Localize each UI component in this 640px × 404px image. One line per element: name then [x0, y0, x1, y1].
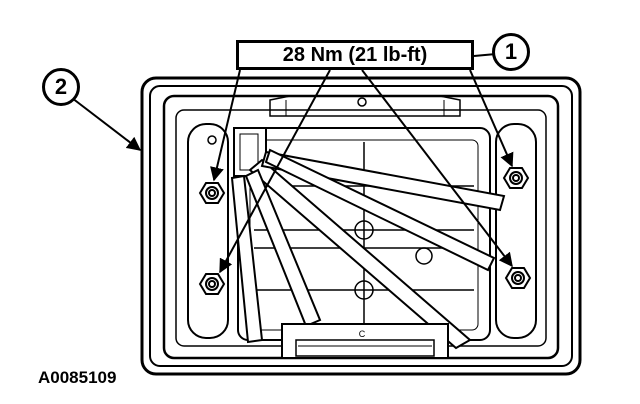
- part-marking: C: [359, 329, 366, 339]
- bolt-left-upper: [198, 182, 226, 204]
- callout-2: 2: [42, 68, 80, 106]
- callout-1: 1: [492, 33, 530, 71]
- figure-id: A0085109: [38, 368, 117, 387]
- battery-tray-icon: [140, 76, 582, 376]
- bolt-left-lower: [198, 273, 226, 295]
- bolt-right-lower: [504, 267, 532, 289]
- leader-lines: [71, 53, 514, 274]
- torque-spec-label: 28 Nm (21 lb-ft): [236, 40, 474, 70]
- bolt-right-upper: [502, 167, 530, 189]
- hex-nut-bolt-icon: [198, 135, 532, 295]
